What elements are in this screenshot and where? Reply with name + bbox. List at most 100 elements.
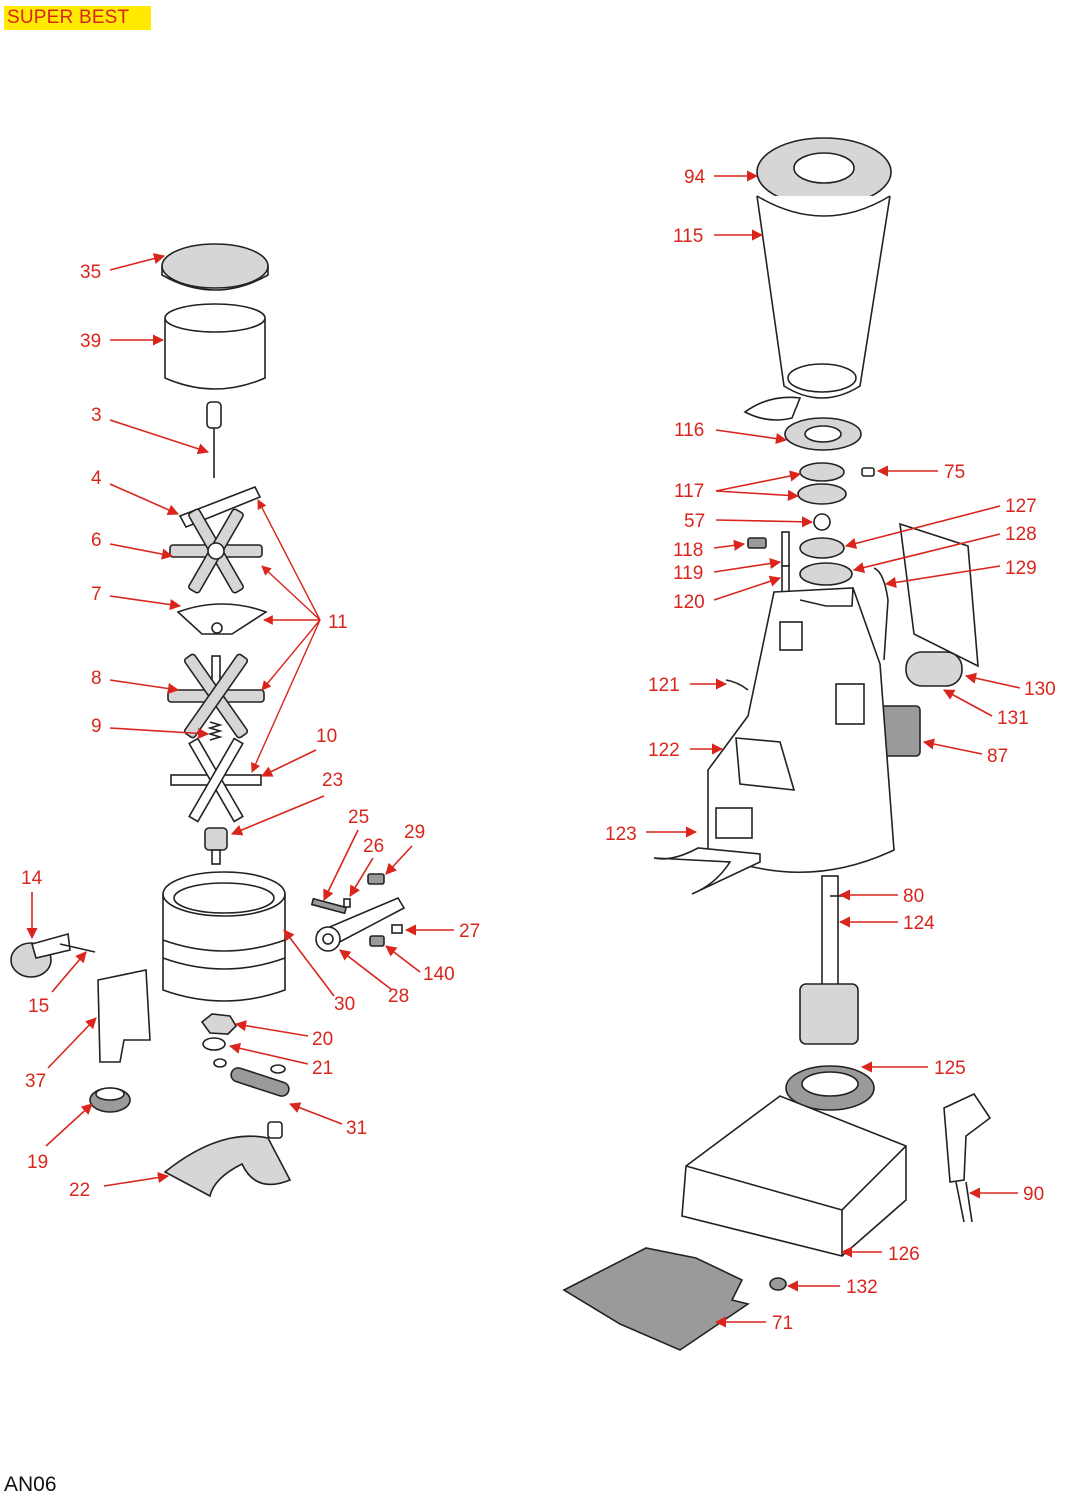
svg-text:4: 4 xyxy=(91,468,102,489)
part-label-23: 23 xyxy=(230,770,343,836)
part-label-39: 39 xyxy=(80,331,165,352)
svg-text:140: 140 xyxy=(423,964,455,985)
part-label-120: 120 xyxy=(673,575,782,613)
svg-text:23: 23 xyxy=(322,770,343,791)
part-label-6: 6 xyxy=(91,530,174,560)
part-label-21: 21 xyxy=(228,1042,333,1079)
part-label-121: 121 xyxy=(648,675,728,696)
diagram-title: SUPER BEST xyxy=(4,6,151,30)
svg-text:129: 129 xyxy=(1005,558,1037,579)
part-label-71: 71 xyxy=(714,1313,793,1334)
svg-text:3: 3 xyxy=(91,405,102,426)
part-label-22: 22 xyxy=(69,1172,170,1201)
svg-text:19: 19 xyxy=(27,1152,48,1173)
part-label-15: 15 xyxy=(28,951,87,1017)
svg-text:7: 7 xyxy=(91,584,102,605)
part-label-31: 31 xyxy=(288,1102,367,1139)
svg-text:87: 87 xyxy=(987,746,1008,767)
svg-text:20: 20 xyxy=(312,1029,333,1050)
part-label-28: 28 xyxy=(339,949,409,1007)
part-label-129: 129 xyxy=(884,558,1037,588)
part-labels: 35 39 3 4 6 7 11 xyxy=(21,167,1056,1334)
part-label-11: 11 xyxy=(251,499,348,773)
part-label-87: 87 xyxy=(922,738,1008,767)
svg-text:130: 130 xyxy=(1024,679,1056,700)
svg-text:71: 71 xyxy=(772,1313,793,1334)
part-label-140: 140 xyxy=(385,945,455,985)
part-label-75: 75 xyxy=(876,462,965,483)
part-label-4: 4 xyxy=(91,468,180,516)
svg-text:124: 124 xyxy=(903,913,935,934)
part-label-118: 118 xyxy=(673,539,746,561)
svg-text:127: 127 xyxy=(1005,496,1037,517)
svg-text:121: 121 xyxy=(648,675,680,696)
part-label-94: 94 xyxy=(684,167,759,188)
part-label-8: 8 xyxy=(91,668,180,695)
svg-text:37: 37 xyxy=(25,1071,46,1092)
svg-text:90: 90 xyxy=(1023,1184,1044,1205)
svg-text:25: 25 xyxy=(348,807,369,828)
part-label-130: 130 xyxy=(964,672,1056,700)
left-assembly-drawing xyxy=(10,243,406,1198)
part-label-14: 14 xyxy=(21,868,43,940)
svg-text:131: 131 xyxy=(997,708,1029,729)
svg-text:11: 11 xyxy=(328,612,348,633)
part-label-128: 128 xyxy=(852,524,1037,574)
part-label-124: 124 xyxy=(838,913,935,934)
part-label-127: 127 xyxy=(844,496,1037,549)
svg-text:10: 10 xyxy=(316,726,337,747)
part-label-30: 30 xyxy=(283,929,355,1015)
svg-text:30: 30 xyxy=(334,994,355,1015)
svg-text:27: 27 xyxy=(459,921,480,942)
part-label-35: 35 xyxy=(80,253,166,283)
svg-text:14: 14 xyxy=(21,868,43,889)
svg-text:35: 35 xyxy=(80,262,101,283)
svg-text:21: 21 xyxy=(312,1058,333,1079)
part-label-122: 122 xyxy=(648,740,724,761)
svg-text:126: 126 xyxy=(888,1244,920,1265)
drawing-code: AN06 xyxy=(4,1473,57,1496)
part-label-10: 10 xyxy=(260,726,337,777)
part-label-37: 37 xyxy=(25,1017,97,1092)
svg-text:9: 9 xyxy=(91,716,102,737)
part-label-125: 125 xyxy=(860,1058,966,1079)
svg-text:120: 120 xyxy=(673,592,705,613)
svg-text:39: 39 xyxy=(80,331,101,352)
svg-text:22: 22 xyxy=(69,1180,90,1201)
svg-text:28: 28 xyxy=(388,986,409,1007)
svg-text:26: 26 xyxy=(363,836,384,857)
part-label-117: 117 xyxy=(674,470,802,502)
svg-text:118: 118 xyxy=(673,540,703,561)
part-label-131: 131 xyxy=(943,689,1029,729)
part-label-19: 19 xyxy=(27,1103,93,1173)
svg-text:8: 8 xyxy=(91,668,102,689)
part-label-26: 26 xyxy=(349,836,384,897)
svg-text:15: 15 xyxy=(28,996,49,1017)
part-label-116: 116 xyxy=(674,420,788,445)
svg-text:122: 122 xyxy=(648,740,680,761)
svg-text:94: 94 xyxy=(684,167,706,188)
part-label-7: 7 xyxy=(91,584,182,611)
svg-text:31: 31 xyxy=(346,1118,367,1139)
svg-text:6: 6 xyxy=(91,530,102,551)
svg-text:123: 123 xyxy=(605,824,637,845)
svg-text:29: 29 xyxy=(404,822,425,843)
svg-text:75: 75 xyxy=(944,462,965,483)
part-label-80: 80 xyxy=(838,886,924,907)
svg-text:115: 115 xyxy=(673,226,703,247)
svg-text:117: 117 xyxy=(674,481,704,502)
part-label-57: 57 xyxy=(684,511,814,532)
part-label-119: 119 xyxy=(673,557,782,584)
part-label-29: 29 xyxy=(385,822,425,875)
part-label-90: 90 xyxy=(968,1184,1044,1205)
part-label-27: 27 xyxy=(404,921,480,942)
svg-text:119: 119 xyxy=(673,563,703,584)
svg-text:128: 128 xyxy=(1005,524,1037,545)
part-label-126: 126 xyxy=(840,1244,920,1265)
part-label-20: 20 xyxy=(234,1020,333,1050)
part-label-123: 123 xyxy=(605,824,698,845)
part-label-132: 132 xyxy=(786,1277,878,1298)
part-label-115: 115 xyxy=(673,226,764,247)
svg-text:116: 116 xyxy=(674,420,704,441)
part-label-9: 9 xyxy=(91,716,210,739)
